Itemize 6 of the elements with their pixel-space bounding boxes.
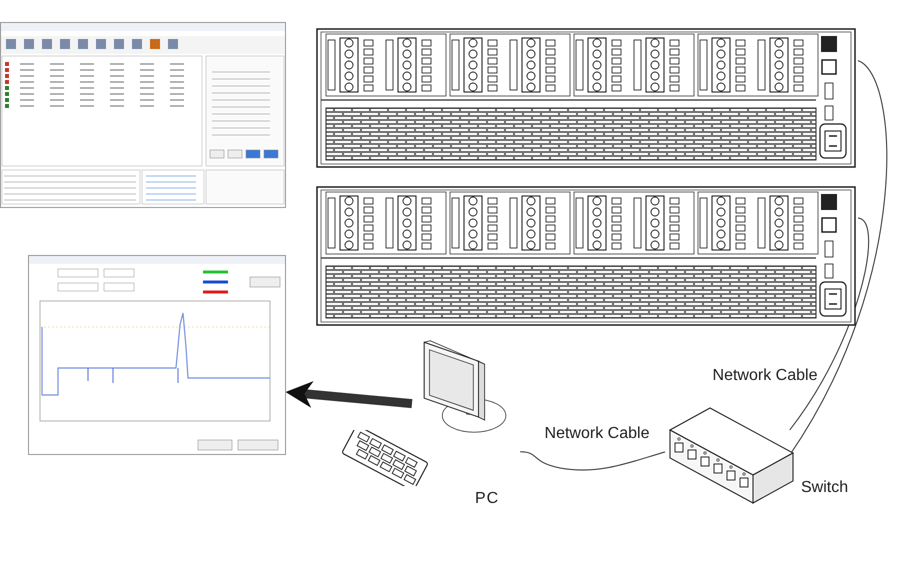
network-cable — [789, 217, 870, 430]
node-label: Switch — [801, 479, 848, 497]
network-cable — [520, 451, 666, 470]
thick-arrow — [286, 381, 412, 408]
node-label: PC — [475, 490, 500, 508]
edge-label: Network Cable — [710, 367, 820, 385]
